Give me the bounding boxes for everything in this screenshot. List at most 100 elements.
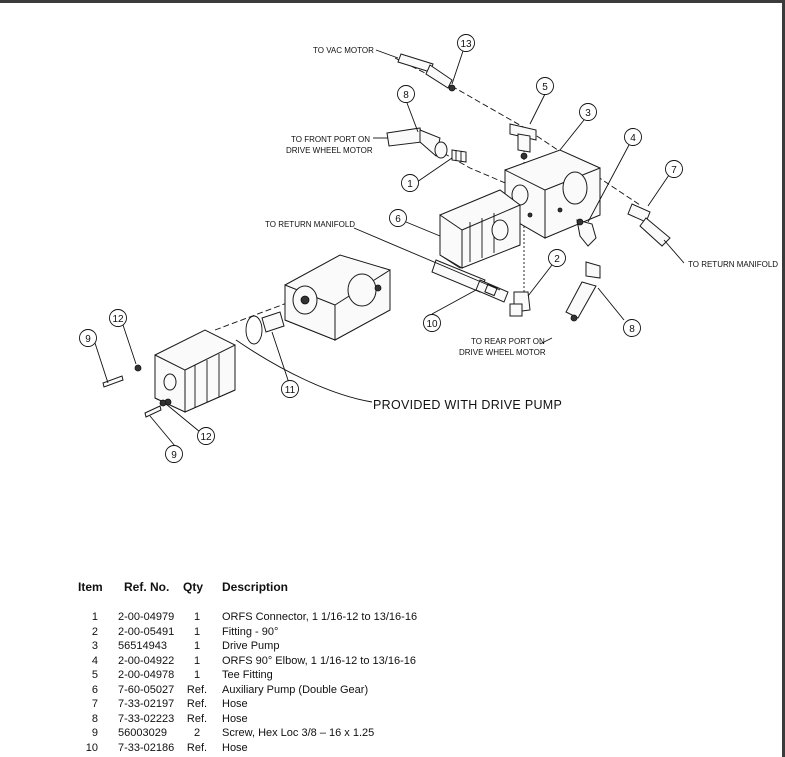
cell-ref-no: 7-33-02186 (118, 741, 175, 754)
coupler (261, 311, 285, 333)
cell-qty: 1 (193, 669, 201, 681)
svg-text:9: 9 (171, 450, 177, 461)
cell-qty: Ref. (186, 741, 208, 754)
cell-ref-no: 2-00-04979 (118, 611, 175, 623)
cell-ref-no: 56514943 (118, 640, 167, 652)
cell-ref-no: 7-60-05027 (118, 683, 175, 696)
bubble-10: 10 (423, 314, 441, 332)
fitting-2 (509, 291, 531, 317)
table-row: 7 7-33-02197 Ref. Hose (78, 698, 578, 712)
svg-text:13: 13 (460, 39, 472, 50)
cell-qty: Ref. (186, 712, 208, 725)
aux-pump-lower (154, 329, 236, 413)
bubble-11: 11 (281, 380, 299, 398)
cell-ref-no: 7-33-02223 (118, 712, 175, 725)
cell-description: Fitting - 90° (222, 625, 279, 638)
label-to-front-port-1: TO FRONT PORT ON (291, 135, 370, 144)
bubble-12-upper: 12 (109, 309, 127, 327)
cell-item: 4 (91, 654, 98, 667)
bubble-5: 5 (536, 77, 554, 95)
hose-8-upper (386, 127, 467, 163)
svg-text:8: 8 (403, 90, 409, 101)
label-to-vac-motor: TO VAC MOTOR (313, 46, 374, 55)
label-to-rear-port-1: TO REAR PORT ON (471, 337, 545, 346)
hose-13 (397, 53, 456, 92)
label-provided-with-drive-pump: PROVIDED WITH DRIVE PUMP (373, 398, 562, 412)
cell-description: Hose (222, 698, 248, 710)
cell-qty: 2 (193, 727, 201, 739)
cell-item: 2 (91, 625, 98, 638)
svg-text:5: 5 (542, 82, 548, 93)
bubble-8-upper: 8 (397, 85, 415, 103)
label-to-front-port-2: DRIVE WHEEL MOTOR (286, 146, 373, 155)
header-description: Description (222, 580, 289, 594)
drive-pump-3 (504, 149, 601, 239)
label-to-return-manifold-right: TO RETURN MANIFOLD (688, 260, 778, 269)
table-row: 10 7-33-02186 Ref. Hose (78, 742, 578, 756)
header-qty: Qty (183, 580, 204, 594)
table-row: 6 7-60-05027 Ref. Auxiliary Pump (Double… (78, 684, 578, 698)
cell-ref-no: 56003029 (118, 727, 167, 739)
cell-ref-no: 7-33-02197 (118, 698, 175, 710)
cell-item: 8 (91, 712, 98, 725)
pump-axis-line (214, 299, 296, 331)
cell-description: Screw, Hex Loc 3/8 – 16 x 1.25 (222, 727, 375, 739)
svg-text:11: 11 (285, 385, 296, 396)
label-to-rear-port-2: DRIVE WHEEL MOTOR (459, 348, 546, 357)
cell-qty: Ref. (186, 683, 208, 696)
bubble-3: 3 (579, 103, 597, 121)
svg-text:6: 6 (395, 214, 401, 225)
label-to-return-manifold-left: TO RETURN MANIFOLD (265, 220, 355, 229)
cell-item: 1 (91, 611, 98, 623)
cell-ref-no: 2-00-05491 (118, 625, 175, 638)
return-manifold-leader (663, 239, 685, 264)
bubble-4: 4 (624, 128, 642, 146)
cell-item: 9 (91, 727, 98, 739)
o-ring-11 (245, 315, 263, 345)
bubble-13: 13 (457, 34, 475, 52)
svg-text:12: 12 (112, 314, 124, 325)
svg-text:2: 2 (554, 254, 560, 265)
cell-description: Hose (222, 741, 248, 754)
table-row: 8 7-33-02223 Ref. Hose (78, 713, 578, 727)
cell-ref-no: 2-00-04922 (118, 654, 175, 667)
table-row: 3 56514943 1 Drive Pump (78, 640, 578, 654)
hose-7 (627, 203, 671, 247)
exploded-parts-diagram: TO VAC MOTOR TO FRONT PORT ON DRIVE WHEE… (79, 34, 778, 463)
screw-9-upper (102, 364, 142, 388)
svg-text:10: 10 (426, 319, 438, 330)
cell-description: Drive Pump (222, 640, 280, 652)
svg-text:4: 4 (630, 133, 636, 144)
cell-description: ORFS 90° Elbow, 1 1/16-12 to 13/16-16 (222, 654, 416, 667)
cell-item: 6 (91, 683, 98, 696)
cell-item: 5 (91, 669, 98, 681)
elbow-4 (576, 218, 597, 247)
cell-qty: 1 (193, 640, 201, 652)
aux-pump-6-upper (439, 189, 521, 269)
header-item: Item (78, 580, 103, 594)
bubble-2: 2 (548, 249, 566, 267)
page-top-border (0, 0, 785, 3)
tee-fitting-5 (509, 123, 537, 160)
svg-text:3: 3 (585, 108, 591, 119)
svg-text:1: 1 (407, 179, 413, 190)
bubble-1: 1 (401, 174, 419, 192)
cell-qty: 1 (193, 625, 201, 638)
svg-text:8: 8 (629, 324, 635, 335)
bubble-9-lower: 9 (165, 445, 183, 463)
bubble-7: 7 (665, 160, 683, 178)
drive-pump-body (284, 254, 391, 341)
hose-10 (431, 259, 509, 303)
bubble-8-lower: 8 (623, 319, 641, 337)
svg-text:9: 9 (85, 334, 91, 345)
screw-9-lower (144, 399, 167, 418)
cell-qty: Ref. (186, 698, 208, 710)
bubble-12-lower: 12 (197, 427, 215, 445)
cell-description: Hose (222, 712, 248, 725)
cell-item: 7 (91, 698, 98, 710)
table-row: 9 56003029 2 Screw, Hex Loc 3/8 – 16 x 1… (78, 727, 578, 741)
header-ref-no: Ref. No. (124, 580, 170, 594)
table-row: 4 2-00-04922 1 ORFS 90° Elbow, 1 1/16-12… (78, 655, 578, 669)
svg-text:12: 12 (200, 432, 212, 443)
cell-description: ORFS Connector, 1 1/16-12 to 13/16-16 (222, 611, 418, 623)
